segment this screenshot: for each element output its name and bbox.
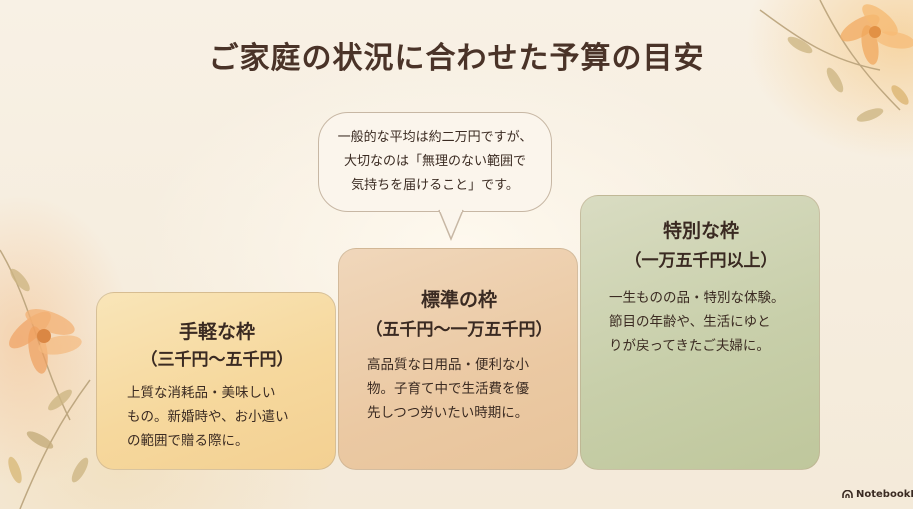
tier-description-line: の範囲で贈る際に。 xyxy=(127,433,249,449)
tier-card-light: 手軽な枠 （三千円〜五千円） 上質な消耗品・美味しい もの。新婚時や、お小遣い … xyxy=(96,292,336,470)
tier-description: 一生ものの品・特別な体験。 節目の年齢や、生活にゆと りが戻ってきたご夫婦に。 xyxy=(609,286,785,358)
tier-description: 上質な消耗品・美味しい もの。新婚時や、お小遣い の範囲で贈る際に。 xyxy=(127,381,289,453)
tier-description-line: 高品質な日用品・便利な小 xyxy=(367,357,529,373)
tier-description-line: 一生ものの品・特別な体験。 xyxy=(609,290,785,306)
notebooklm-logo: NotebookLM xyxy=(842,489,913,500)
tier-name: 特別な枠 xyxy=(662,220,739,242)
tier-range: （五千円〜一万五千円） xyxy=(365,320,553,340)
tier-card-special: 特別な枠 （一万五千円以上） 一生ものの品・特別な体験。 節目の年齢や、生活にゆ… xyxy=(580,195,820,470)
notebooklm-logo-icon xyxy=(842,490,853,498)
tier-description-line: りが戻ってきたご夫婦に。 xyxy=(609,338,770,354)
tier-name: 手軽な枠 xyxy=(178,321,255,343)
bubble-line: 大切なのは「無理のない範囲で xyxy=(343,154,526,169)
speech-bubble-text: 一般的な平均は約二万円ですが、 大切なのは「無理のない範囲で 気持ちを届けること… xyxy=(318,126,552,198)
logo-text: NotebookLM xyxy=(856,489,913,500)
tier-description-line: 節目の年齢や、生活にゆと xyxy=(609,314,771,330)
speech-bubble xyxy=(318,112,552,212)
tier-range: （一万五千円以上） xyxy=(624,251,778,271)
speech-bubble-tail xyxy=(438,209,464,241)
tier-range: （三千円〜五千円） xyxy=(140,350,294,370)
tier-description-line: 物。子育て中で生活費を優 xyxy=(367,381,529,397)
tier-description-line: 先しつつ労いたい時期に。 xyxy=(367,405,529,421)
bubble-line: 一般的な平均は約二万円ですが、 xyxy=(337,130,533,145)
tier-description-line: もの。新婚時や、お小遣い xyxy=(127,409,289,425)
tier-name: 標準の枠 xyxy=(420,289,497,311)
tier-description: 高品質な日用品・便利な小 物。子育て中で生活費を優 先しつつ労いたい時期に。 xyxy=(367,353,529,425)
page-title: ご家庭の状況に合わせた予算の目安 xyxy=(208,41,705,76)
bubble-line: 気持ちを届けること」です。 xyxy=(351,178,519,193)
tier-description-line: 上質な消耗品・美味しい xyxy=(127,385,276,401)
tier-card-standard: 標準の枠 （五千円〜一万五千円） 高品質な日用品・便利な小 物。子育て中で生活費… xyxy=(338,248,578,470)
